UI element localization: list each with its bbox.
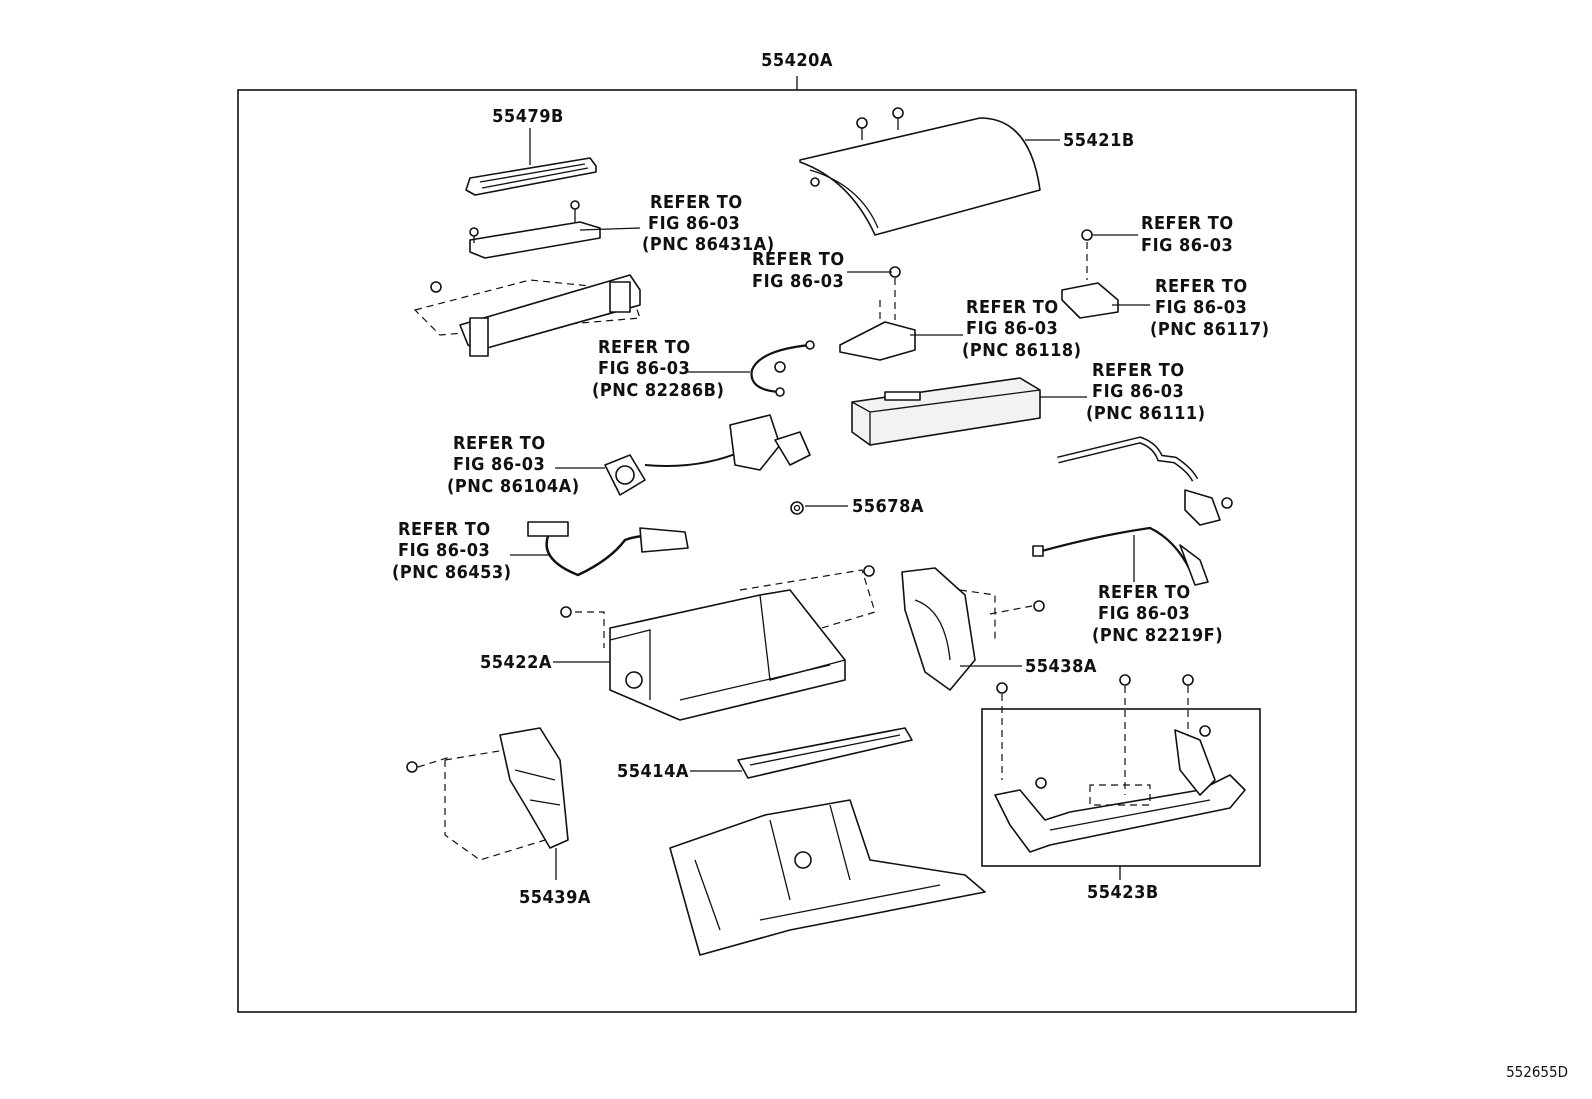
label-55479B[interactable]: 55479B xyxy=(492,106,564,127)
ref-82219F-l1: REFER TO xyxy=(1098,582,1191,603)
switch-board[interactable] xyxy=(469,200,601,259)
ref-82219F-l3: (PNC 82219F) xyxy=(1092,625,1223,646)
ref-86117-l2: FIG 86-03 xyxy=(1155,297,1247,318)
leader-86431A xyxy=(579,227,641,231)
part-55423B-support[interactable] xyxy=(994,674,1246,853)
label-55439A[interactable]: 55439A xyxy=(519,887,591,908)
ref-82286B-l1: REFER TO xyxy=(598,337,691,358)
part-55479B-strip[interactable] xyxy=(465,157,597,196)
ref-fig-b-l1: REFER TO xyxy=(752,249,845,270)
label-55421B[interactable]: 55421B xyxy=(1063,130,1135,151)
part-55414A-strip[interactable] xyxy=(737,727,913,779)
ref-86453-l1: REFER TO xyxy=(398,519,491,540)
label-55420A[interactable]: 55420A xyxy=(761,50,833,71)
lower-reinforcement[interactable] xyxy=(669,799,986,956)
ref-86104A-l1: REFER TO xyxy=(453,433,546,454)
ref-86431A-l1: REFER TO xyxy=(650,192,743,213)
ref-86104A-l2: FIG 86-03 xyxy=(453,454,545,475)
wire-82286B[interactable] xyxy=(750,340,815,397)
ref-86118-l1: REFER TO xyxy=(966,297,1059,318)
clip-86118[interactable] xyxy=(839,266,916,361)
ref-86453-l2: FIG 86-03 xyxy=(398,540,490,561)
label-55422A[interactable]: 55422A xyxy=(480,652,552,673)
part-55421B-lid[interactable] xyxy=(799,107,1041,236)
ref-86111-l2: FIG 86-03 xyxy=(1092,381,1184,402)
ref-82286B-l3: (PNC 82286B) xyxy=(592,380,724,401)
diagram-id: 552655D xyxy=(1506,1063,1568,1081)
ref-86453-l3: (PNC 86453) xyxy=(392,562,512,583)
ref-fig-a-l1: REFER TO xyxy=(1141,213,1234,234)
side-bracket[interactable] xyxy=(1184,489,1233,526)
label-55438A[interactable]: 55438A xyxy=(1025,656,1097,677)
sensor-86104A[interactable] xyxy=(604,414,811,496)
harness-86453[interactable] xyxy=(527,521,689,577)
ref-86111-l1: REFER TO xyxy=(1092,360,1185,381)
ref-86117-l1: REFER TO xyxy=(1155,276,1248,297)
ref-86118-l3: (PNC 86118) xyxy=(962,340,1082,361)
inset-frame-55423B xyxy=(981,708,1261,867)
part-55439A-lock[interactable] xyxy=(406,727,569,861)
ref-86431A-l3: (PNC 86431A) xyxy=(642,234,775,255)
ref-fig-a-l2: FIG 86-03 xyxy=(1141,235,1233,256)
module-86111[interactable] xyxy=(851,377,1041,446)
air-duct-hose[interactable] xyxy=(1057,436,1199,482)
switch-bracket[interactable] xyxy=(413,274,641,357)
ref-82286B-l2: FIG 86-03 xyxy=(598,358,690,379)
ref-82219F-l2: FIG 86-03 xyxy=(1098,603,1190,624)
ref-86117-l3: (PNC 86117) xyxy=(1150,319,1270,340)
part-55422A-housing[interactable] xyxy=(560,565,876,721)
ref-86111-l3: (PNC 86111) xyxy=(1086,403,1206,424)
cable-82219F[interactable] xyxy=(1032,526,1209,586)
ref-fig-b-l2: FIG 86-03 xyxy=(752,271,844,292)
part-55678A-nut[interactable] xyxy=(790,501,804,515)
ref-86104A-l3: (PNC 86104A) xyxy=(447,476,580,497)
label-55423B[interactable]: 55423B xyxy=(1087,882,1159,903)
part-55438A-bracket[interactable] xyxy=(901,567,1045,691)
label-55678A[interactable]: 55678A xyxy=(852,496,924,517)
ref-86118-l2: FIG 86-03 xyxy=(966,318,1058,339)
ref-86431A-l2: FIG 86-03 xyxy=(648,213,740,234)
clip-86117[interactable] xyxy=(1061,229,1119,319)
label-55414A[interactable]: 55414A xyxy=(617,761,689,782)
